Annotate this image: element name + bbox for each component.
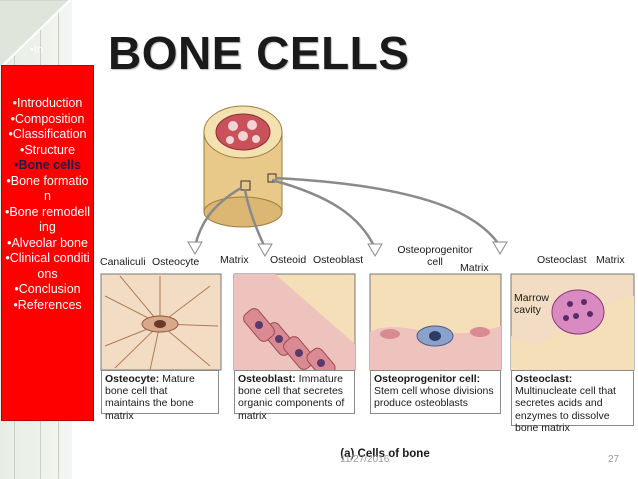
label-canaliculi: Canaliculi — [100, 256, 146, 268]
caption-osteoblast: Osteoblast: Immature bone cell that secr… — [234, 370, 355, 422]
nav-item-conclusion[interactable]: •Conclusion — [14, 282, 81, 296]
page-title: BONE CELLS — [108, 27, 410, 79]
bone-cylinder-illustration — [203, 105, 283, 228]
nav-item-alveolar-bone[interactable]: •Alveolar bone — [7, 235, 88, 250]
arrow-heads — [187, 241, 508, 257]
label-matrix-1: Matrix — [220, 254, 249, 266]
slide-page-number: 27 — [608, 454, 620, 465]
nav-item-bone-remodelling[interactable]: •Bone remodelling — [5, 204, 90, 235]
caption-osteoclast: Osteoclast: Multinucleate cell that secr… — [511, 370, 634, 434]
corner-decoration — [0, 0, 71, 69]
osteoclast-panel — [510, 273, 635, 371]
label-osteoclast: Osteoclast — [537, 254, 587, 266]
label-osteoblast: Osteoblast — [313, 254, 364, 266]
nav-menu: •Introduction•Composition•Classification… — [1, 65, 94, 421]
nav-item-bone-formation[interactable]: •Bone formation — [6, 173, 89, 204]
nav-item-structure[interactable]: •Structure — [19, 142, 76, 157]
nav-item-introduction[interactable]: •Introduction — [12, 96, 83, 110]
nav-item-composition[interactable]: •Composition — [10, 111, 85, 126]
label-osteoid: Osteoid — [270, 254, 307, 266]
osteoblast-panel — [233, 273, 356, 379]
label-matrix-2: Matrix — [460, 262, 489, 274]
bone-cells-figure: Canaliculi Osteocyte Matrix Osteoid Oste… — [100, 96, 638, 479]
figure-illustration — [100, 105, 635, 379]
label-osteocyte: Osteocyte — [152, 256, 200, 268]
faded-heading: •In — [30, 44, 44, 56]
nav-item-clinical-conditions[interactable]: •Clinical conditions — [5, 251, 90, 281]
slide-date: 11/27/2016 — [340, 454, 390, 465]
osteocyte-panel — [100, 273, 222, 371]
label-osteoprogenitor: Osteoprogenitor cell — [397, 244, 473, 268]
caption-osteoprogenitor: Osteoprogenitor cell: Stem cell whose di… — [370, 370, 501, 414]
label-matrix-3: Matrix — [596, 254, 625, 266]
caption-osteocyte: Osteocyte: Mature bone cell that maintai… — [101, 370, 219, 422]
osteoprogenitor-panel — [369, 273, 502, 371]
figure-caption: (a) Cells of bone — [340, 448, 430, 460]
nav-item-classification[interactable]: •Classification — [8, 127, 87, 141]
label-marrow-cavity: Marrow cavity — [514, 292, 550, 316]
nav-item-references[interactable]: •References — [13, 297, 82, 312]
nav-item-bone-cells[interactable]: •Bone cells — [14, 158, 81, 172]
